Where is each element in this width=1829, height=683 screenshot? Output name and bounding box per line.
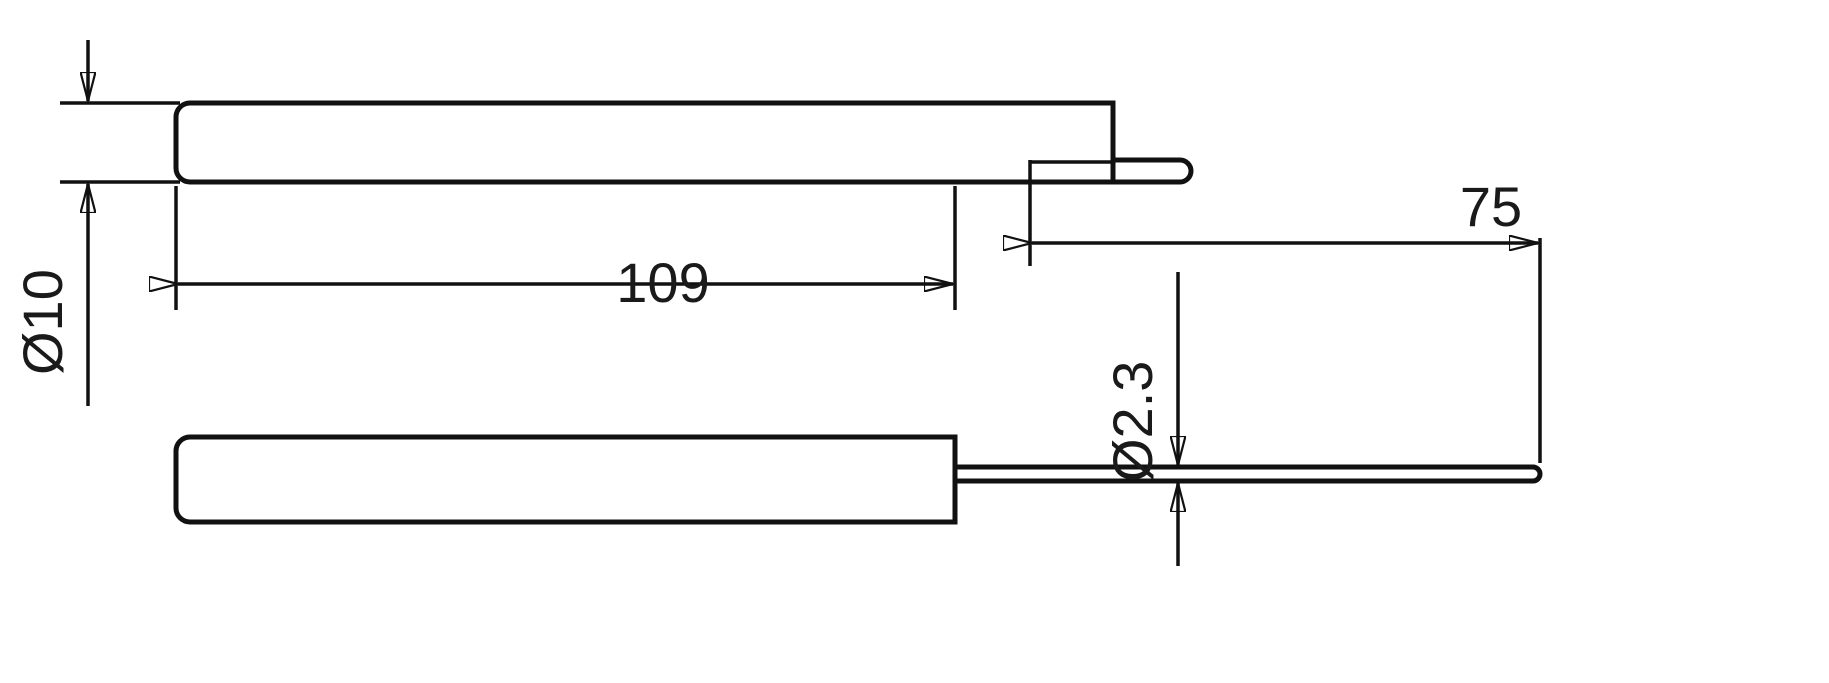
dimension-length-75: 75 [1030, 160, 1542, 463]
bottom-view-rod-body [173, 434, 958, 525]
dimension-label-109: 109 [616, 251, 709, 314]
dimension-diameter-2-3: Ø2.3 [1101, 272, 1178, 566]
top-view-pin-stub [1113, 157, 1194, 185]
dimension-diameter-10: Ø10 [11, 40, 180, 406]
dimension-label-diameter-2-3: Ø2.3 [1101, 361, 1164, 482]
top-view [173, 100, 1194, 185]
bottom-view [173, 434, 1543, 525]
dimension-label-75: 75 [1460, 175, 1522, 238]
bottom-view-pin [955, 464, 1543, 484]
dimension-length-109: 109 [176, 186, 957, 314]
top-view-rod-body [173, 100, 1116, 185]
dimension-label-diameter-10: Ø10 [11, 269, 74, 375]
